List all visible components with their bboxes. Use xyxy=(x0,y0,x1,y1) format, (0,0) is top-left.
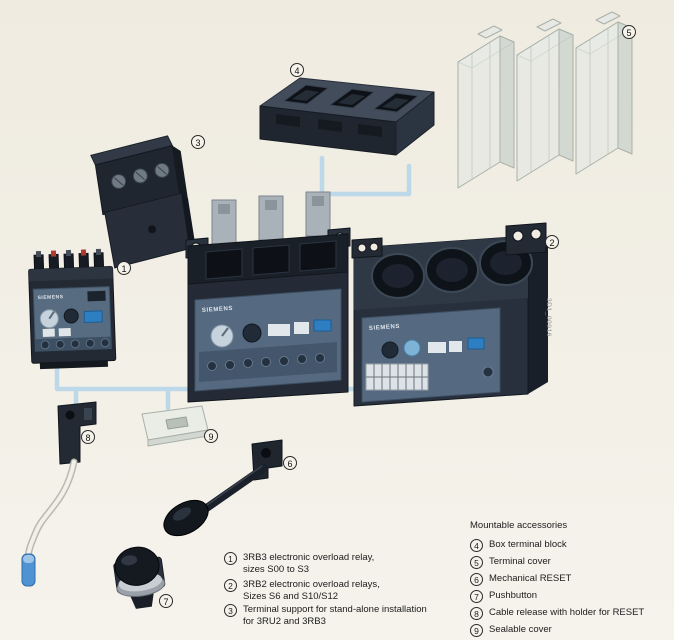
callout-5: 5 xyxy=(622,25,636,39)
terminal-cover-set xyxy=(457,11,633,189)
legend-item-9: 9 Sealable cover xyxy=(470,624,552,637)
brand-label: SIEMENS xyxy=(369,324,401,332)
legend-num-5: 5 xyxy=(470,556,483,569)
legend-num-3: 3 xyxy=(224,604,237,617)
callout-6: 6 xyxy=(283,456,297,470)
legend-item-1: 1 3RB3 electronic overload relay,sizes S… xyxy=(224,552,374,575)
brand-label: SIEMENS xyxy=(202,306,234,314)
legend-num-1: 1 xyxy=(224,552,237,565)
callout-4: 4 xyxy=(290,63,304,77)
legend-num-2: 2 xyxy=(224,579,237,592)
legend-text-3: Terminal support for stand-alone install… xyxy=(243,604,427,627)
callout-2: 2 xyxy=(545,235,559,249)
legend-num-8: 8 xyxy=(470,607,483,620)
legend-text-4: Box terminal block xyxy=(489,539,567,550)
drawing-code: 3D1_00916 xyxy=(545,298,552,338)
legend-line: sizes S00 to S3 xyxy=(243,563,310,575)
legend-text-9: Sealable cover xyxy=(489,624,552,635)
legend-item-2: 2 3RB2 electronic overload relays,Sizes … xyxy=(224,579,380,602)
callout-9: 9 xyxy=(204,429,218,443)
callout-1: 1 xyxy=(117,261,131,275)
cable-release xyxy=(21,401,97,587)
terminal-cover-panel xyxy=(575,11,633,175)
legend-num-9: 9 xyxy=(470,624,483,637)
terminal-cover-panel xyxy=(516,18,574,182)
terminal-cover-panel xyxy=(457,25,515,189)
legend-line: 3RB3 electronic overload relay, xyxy=(243,552,375,563)
legend-item-7: 7 Pushbutton xyxy=(470,590,537,603)
legend-item-4: 4 Box terminal block xyxy=(470,539,567,552)
relay-3rb3-small: SIEMENS xyxy=(28,248,117,370)
legend-text-2: 3RB2 electronic overload relays,Sizes S6… xyxy=(243,579,380,602)
legend-text-7: Pushbutton xyxy=(489,590,538,601)
legend-item-5: 5 Terminal cover xyxy=(470,556,551,569)
legend-text-5: Terminal cover xyxy=(489,556,551,567)
legend-text-8: Cable release with holder for RESET xyxy=(489,607,645,618)
legend-title: Mountable accessories xyxy=(470,520,568,531)
relay-3rb2-s10: SIEMENS xyxy=(351,222,548,407)
legend-text-1: 3RB3 electronic overload relay,sizes S00… xyxy=(243,552,374,575)
legend-line: for 3RU2 and 3RB3 xyxy=(243,615,326,627)
legend-text-6: Mechanical RESET xyxy=(489,573,572,584)
legend-num-7: 7 xyxy=(470,590,483,603)
legend-item-6: 6 Mechanical RESET xyxy=(470,573,571,586)
legend-line: Sizes S6 and S10/S12 xyxy=(243,590,339,602)
terminal-support xyxy=(90,135,196,269)
legend-item-8: 8 Cable release with holder for RESET xyxy=(470,607,644,620)
relay-3rb2-s6: SIEMENS xyxy=(185,191,351,403)
pushbutton xyxy=(113,546,166,609)
callout-3: 3 xyxy=(191,135,205,149)
legend-line: 3RB2 electronic overload relays, xyxy=(243,579,380,590)
legend-item-3: 3 Terminal support for stand-alone insta… xyxy=(224,604,427,627)
callout-8: 8 xyxy=(81,430,95,444)
legend-line: Terminal support for stand-alone install… xyxy=(243,604,427,615)
mechanical-reset xyxy=(163,439,283,537)
legend-num-6: 6 xyxy=(470,573,483,586)
sealable-cover xyxy=(141,405,209,447)
legend-num-4: 4 xyxy=(470,539,483,552)
brand-label: SIEMENS xyxy=(37,294,63,301)
callout-7: 7 xyxy=(159,594,173,608)
box-terminal-block xyxy=(259,77,435,156)
